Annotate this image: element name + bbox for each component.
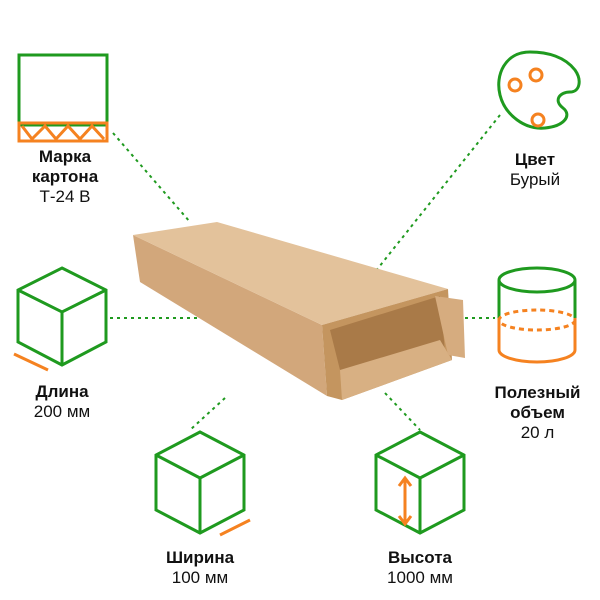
connector-lines bbox=[110, 114, 501, 431]
cardboard-grade-icon bbox=[17, 53, 109, 143]
grade-title-line2: картона bbox=[31, 167, 99, 186]
height-title: Высота bbox=[388, 548, 452, 567]
grade-label: Марка картона Т-24 В bbox=[5, 147, 125, 207]
volume-title-line1: Полезный bbox=[494, 383, 581, 402]
width-title: Ширина bbox=[165, 548, 235, 567]
length-value: 200 мм bbox=[33, 402, 91, 421]
volume-label: Полезный объем 20 л bbox=[475, 383, 600, 443]
color-value: Бурый bbox=[509, 170, 561, 189]
palette-icon bbox=[497, 50, 581, 130]
cardboard-box-image bbox=[133, 222, 465, 400]
length-cube-icon bbox=[13, 266, 108, 372]
width-label: Ширина 100 мм bbox=[140, 548, 260, 588]
height-value: 1000 мм bbox=[387, 568, 453, 587]
width-cube-icon bbox=[154, 430, 251, 537]
grade-title-line1: Марка bbox=[38, 147, 92, 166]
width-value: 100 мм bbox=[171, 568, 229, 587]
volume-value: 20 л bbox=[520, 423, 555, 442]
height-cube-icon bbox=[374, 430, 466, 535]
height-label: Высота 1000 мм bbox=[360, 548, 480, 588]
grade-value: Т-24 В bbox=[39, 187, 91, 206]
length-label: Длина 200 мм bbox=[0, 382, 124, 422]
volume-title-line2: объем bbox=[510, 403, 565, 422]
length-title: Длина bbox=[35, 382, 89, 401]
color-label: Цвет Бурый bbox=[480, 150, 590, 190]
color-title: Цвет bbox=[514, 150, 556, 169]
volume-cylinder-icon bbox=[497, 266, 577, 364]
